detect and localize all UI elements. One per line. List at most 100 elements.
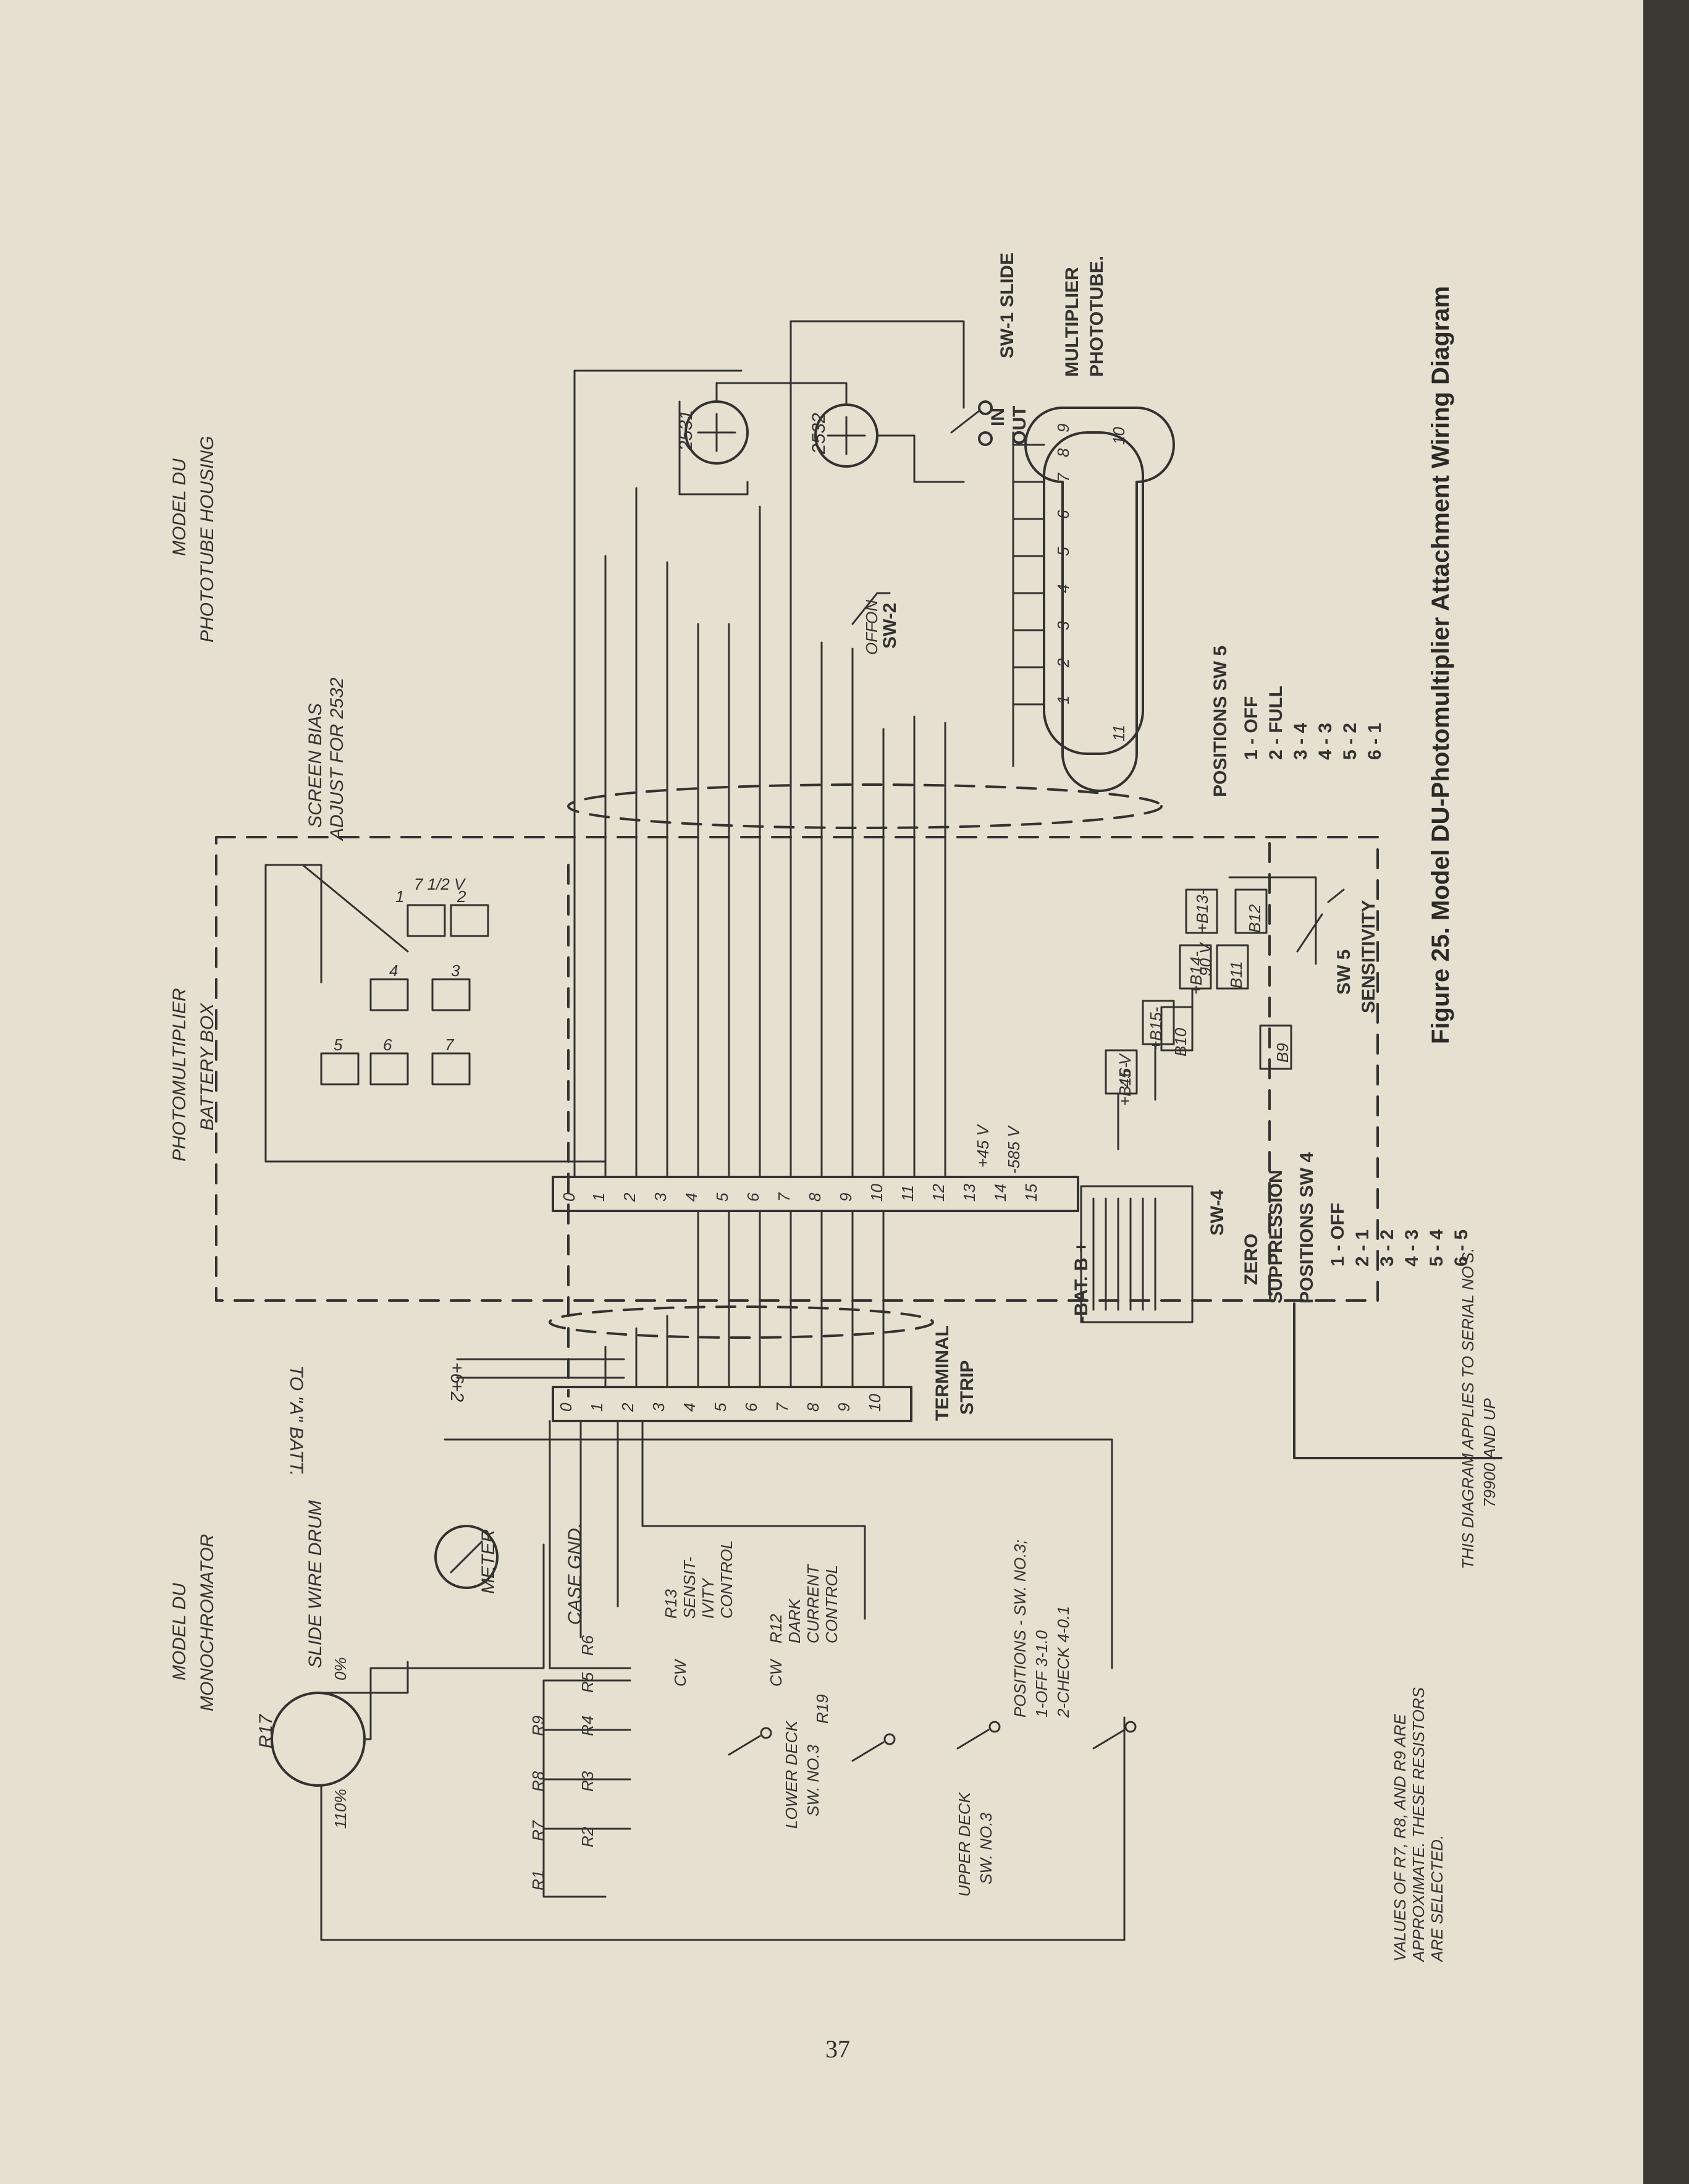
svg-text:R2: R2: [578, 1826, 597, 1847]
svg-text:6: 6: [1054, 510, 1072, 519]
terminal-strip-b-labels: 0 1 2 3 4 5 6 7 8 9 10 11 12 13 14 15: [560, 1184, 1040, 1202]
svg-text:4 - 3: 4 - 3: [1402, 1229, 1422, 1267]
svg-text:SCREEN BIAS: SCREEN BIAS: [305, 703, 326, 828]
svg-text:+B15-: +B15-: [1147, 1007, 1165, 1050]
svg-text:MULTIPLIER: MULTIPLIER: [1062, 267, 1082, 377]
dynode-labels: 1 2 3 4 5 6 7 8 9 10 11: [1054, 424, 1128, 741]
svg-text:3: 3: [1054, 621, 1072, 630]
multiplier-phototube-label: MULTIPLIER PHOTOTUBE.: [1062, 256, 1107, 377]
svg-text:4 - 3: 4 - 3: [1315, 723, 1336, 760]
svg-text:2: 2: [1054, 658, 1072, 668]
svg-text:BATTERY BOX: BATTERY BOX: [197, 1003, 217, 1131]
svg-text:MODEL DU: MODEL DU: [169, 1583, 190, 1680]
tube-elements: [697, 413, 866, 455]
svg-text:2-CHECK 4-0.1: 2-CHECK 4-0.1: [1054, 1606, 1072, 1718]
battery-box-label: PHOTOMULTIPLIER BATTERY BOX: [169, 988, 217, 1162]
svg-text:5: 5: [1054, 547, 1072, 556]
b-battery-wiring: [1117, 876, 1317, 1150]
bat-b-cells: [1092, 1197, 1156, 1311]
svg-text:4: 4: [389, 961, 398, 980]
terminal-strip-label: TERMINAL STRIP: [932, 1325, 977, 1421]
housing-label: MODEL DU PHOTOTUBE HOUSING: [169, 436, 217, 643]
battery-b9: [1259, 1024, 1292, 1070]
sw5-switch: [1296, 888, 1345, 953]
svg-text:R9: R9: [529, 1716, 547, 1736]
battery-box-outline: [215, 836, 1379, 1302]
svg-text:PHOTOTUBE HOUSING: PHOTOTUBE HOUSING: [197, 436, 217, 643]
svg-text:6 - 1: 6 - 1: [1365, 723, 1385, 760]
sw2-switch: [851, 592, 891, 625]
sw2-on-label: ON: [862, 600, 881, 624]
screen-bias-arrow: [301, 864, 409, 953]
svg-text:5: 5: [334, 1035, 343, 1054]
cells-group: 1 2 3 4 5 6 7 7 1/2 V: [320, 875, 489, 1086]
bat-b-stack: [1080, 1185, 1194, 1323]
sw4-label: SW-4: [1207, 1189, 1228, 1236]
svg-text:R12: R12: [767, 1614, 785, 1643]
deck-switch-blades: [728, 1729, 1126, 1762]
svg-text:MONOCHROMATOR: MONOCHROMATOR: [197, 1534, 217, 1711]
svg-text:7: 7: [1054, 472, 1072, 482]
svg-text:6: 6: [383, 1035, 392, 1054]
cell-6: [369, 1052, 409, 1086]
svg-text:APPROXIMATE. THESE RESISTORS: APPROXIMATE. THESE RESISTORS: [1409, 1687, 1428, 1963]
svg-text:+B14-: +B14-: [1187, 951, 1205, 995]
lower-deck-label: LOWER DECK SW. NO.3: [782, 1720, 822, 1829]
svg-text:1 - OFF: 1 - OFF: [1241, 696, 1261, 760]
bat-b-label: -BAT. B +: [1071, 1242, 1092, 1322]
svg-text:SENSIT-: SENSIT-: [680, 1556, 699, 1619]
svg-text:STRIP: STRIP: [957, 1360, 977, 1415]
svg-text:0: 0: [557, 1402, 575, 1412]
svg-text:5 - 4: 5 - 4: [1426, 1229, 1447, 1267]
svg-text:THIS DIAGRAM APPLIES TO SERIAL: THIS DIAGRAM APPLIES TO SERIAL NO'S.: [1459, 1248, 1477, 1569]
svg-text:R1: R1: [529, 1870, 547, 1891]
svg-text:3 - 2: 3 - 2: [1377, 1229, 1397, 1267]
sw3-positions: POSITIONS - SW. NO.3; 1-OFF 3-1.0 2-CHEC…: [1011, 1540, 1072, 1718]
svg-text:R13: R13: [662, 1589, 680, 1619]
svg-text:7: 7: [445, 1035, 455, 1054]
terminal-strip-b: [552, 1176, 1079, 1212]
figure-caption: Figure 25. Model DU-Photomultiplier Atta…: [1427, 286, 1454, 1044]
zero-suppression-label: ZERO SUPPRESSION: [1241, 1170, 1286, 1304]
drum-wiring: [320, 1543, 1126, 1941]
case-gnd-label: CASE GND.: [565, 1523, 585, 1625]
svg-text:79900 AND UP: 79900 AND UP: [1480, 1398, 1499, 1507]
page-number: 37: [825, 2035, 850, 2063]
terminal-strip-a: [552, 1386, 912, 1422]
svg-text:CONTROL: CONTROL: [822, 1565, 841, 1643]
svg-text:9: 9: [836, 1193, 855, 1202]
svg-text:2: 2: [620, 1192, 639, 1202]
plus6-label: +6: [447, 1362, 467, 1384]
svg-text:6: 6: [744, 1192, 762, 1202]
svg-text:8: 8: [804, 1402, 822, 1412]
svg-text:1-OFF 3-1.0: 1-OFF 3-1.0: [1032, 1630, 1051, 1718]
screen-bias-label: SCREEN BIAS ADJUST FOR 2532: [305, 677, 347, 841]
cell-5: [320, 1052, 360, 1086]
svg-text:SW 5: SW 5: [1334, 950, 1354, 995]
v585-label: -585 V: [1005, 1125, 1023, 1174]
svg-text:SUPPRESSION: SUPPRESSION: [1266, 1170, 1286, 1304]
svg-text:12: 12: [929, 1184, 948, 1202]
svg-text:6: 6: [742, 1402, 760, 1412]
svg-text:10: 10: [866, 1394, 884, 1412]
svg-text:3: 3: [649, 1402, 668, 1412]
svg-text:B10: B10: [1171, 1027, 1190, 1056]
pct110-label: 110%: [331, 1789, 350, 1829]
svg-text:TERMINAL: TERMINAL: [932, 1325, 953, 1421]
battery-b13: [1185, 888, 1218, 934]
book-edge: [1643, 0, 1689, 2184]
svg-text:ADJUST FOR 2532: ADJUST FOR 2532: [327, 677, 347, 841]
svg-text:UPPER DECK: UPPER DECK: [955, 1791, 974, 1897]
svg-text:ZERO: ZERO: [1241, 1234, 1261, 1285]
svg-text:2 - 1: 2 - 1: [1352, 1229, 1373, 1267]
sw1-contact-out: [978, 431, 993, 446]
svg-text:10: 10: [1110, 427, 1128, 445]
cw2-label: CW: [767, 1658, 785, 1687]
svg-text:B12: B12: [1245, 904, 1264, 933]
sw5-label: SW 5 SENSITIVITY: [1334, 900, 1379, 1013]
resistor-note: VALUES OF R7, R8, AND R9 ARE APPROXIMATE…: [1391, 1687, 1446, 1963]
sw1-label: SW-1 SLIDE: [997, 253, 1017, 358]
cw1-label: CW: [671, 1658, 689, 1687]
svg-text:LOWER DECK: LOWER DECK: [782, 1720, 801, 1829]
